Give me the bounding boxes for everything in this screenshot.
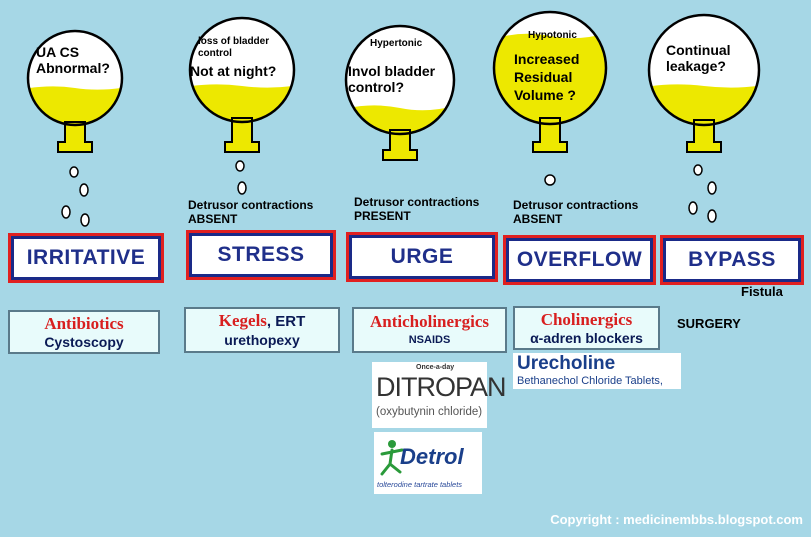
treatment-bypass: SURGERY — [677, 316, 741, 331]
type-bypass: BYPASS — [660, 235, 804, 285]
flask-urge: Hypertonic Invol bladder control? — [330, 0, 480, 230]
flask-irritative: UA CS Abnormal? — [8, 0, 158, 230]
flask-overflow: Hypotonic Increased Residual Volume ? — [490, 0, 640, 230]
type-bypass-label: BYPASS — [688, 248, 776, 271]
treatment-stress-line1-wrap: Kegels, ERT — [186, 311, 338, 331]
copyright: Copyright : medicinembbs.blogspot.com — [550, 512, 803, 527]
detrusor-urge: Detrusor contractions PRESENT — [354, 195, 480, 223]
flask-overflow-graphic — [492, 10, 608, 186]
type-overflow: OVERFLOW — [503, 235, 656, 285]
drug-ditropan-generic: (oxybutynin chloride) — [376, 406, 483, 418]
treatment-urge-line2: NSAIDS — [408, 334, 451, 346]
drug-ditropan-tag: Once-a-day — [416, 364, 455, 371]
treatment-irritative-line1: Antibiotics — [44, 314, 124, 333]
drug-detrol-generic: tolterodine tartrate tablets — [377, 480, 463, 489]
type-urge-label: URGE — [390, 245, 454, 268]
drug-ditropan: Once-a-day DITROPAN (oxybutynin chloride… — [372, 362, 507, 428]
treatment-stress: Kegels, ERT urethopexy — [184, 307, 340, 353]
flask-irritative-graphic — [26, 29, 124, 227]
flask-stress-graphic — [188, 16, 296, 195]
drug-urecholine-name: Urecholine — [517, 353, 616, 374]
flask-bypass-graphic — [647, 13, 761, 223]
drug-detrol-name: Detrol — [400, 444, 464, 469]
flask-urge-question: Invol bladder control? — [348, 63, 436, 96]
flask-urge-note: Hypertonic — [370, 38, 423, 49]
detrusor-overflow: Detrusor contractions ABSENT — [513, 198, 639, 226]
drug-ditropan-name: DITROPAN — [376, 372, 507, 402]
flask-stress-question: Not at night? — [190, 63, 277, 79]
flask-bypass: Continual leakage? — [640, 0, 790, 230]
treatment-irritative: Antibiotics Cystoscopy — [8, 310, 160, 354]
drug-urecholine-generic: Bethanechol Chloride Tablets, — [517, 375, 663, 387]
treatment-overflow: Cholinergics α-adren blockers — [513, 306, 660, 350]
flask-overflow-question: Increased Residual Volume ? — [514, 51, 580, 104]
treatment-urge-line1: Anticholinergics — [370, 312, 489, 331]
type-overflow-label: OVERFLOW — [516, 248, 643, 271]
flask-bypass-question: Continual leakage? — [666, 42, 731, 75]
flask-urge-graphic — [344, 24, 456, 161]
drug-urecholine: Urecholine Bethanechol Chloride Tablets, — [513, 353, 681, 389]
flask-irritative-question: UA CS Abnormal? — [36, 44, 110, 77]
flask-overflow-note: Hypotonic — [528, 30, 577, 41]
treatment-urge: Anticholinergics NSAIDS — [352, 307, 507, 353]
flask-stress-note: loss of bladder control — [198, 36, 270, 59]
drug-detrol: Detrol tolterodine tartrate tablets — [374, 432, 482, 494]
flask-stress: loss of bladder control Not at night? — [170, 0, 320, 230]
treatment-overflow-line2: α-adren blockers — [530, 330, 643, 346]
type-irritative: IRRITATIVE — [8, 233, 164, 283]
fistula-label: Fistula — [741, 284, 783, 299]
type-urge: URGE — [346, 232, 498, 282]
treatment-overflow-line1: Cholinergics — [540, 310, 633, 329]
treatment-stress-line2: urethopexy — [224, 332, 300, 348]
detrusor-stress: Detrusor contractions ABSENT — [188, 198, 314, 226]
type-stress-label: STRESS — [217, 243, 305, 266]
type-irritative-label: IRRITATIVE — [26, 246, 146, 269]
type-stress: STRESS — [186, 230, 336, 280]
detrol-figure-icon — [380, 440, 404, 476]
treatment-stress-line1b: , ERT — [266, 313, 306, 330]
treatment-irritative-line2: Cystoscopy — [44, 334, 124, 350]
treatment-stress-line1: Kegels — [218, 311, 267, 330]
